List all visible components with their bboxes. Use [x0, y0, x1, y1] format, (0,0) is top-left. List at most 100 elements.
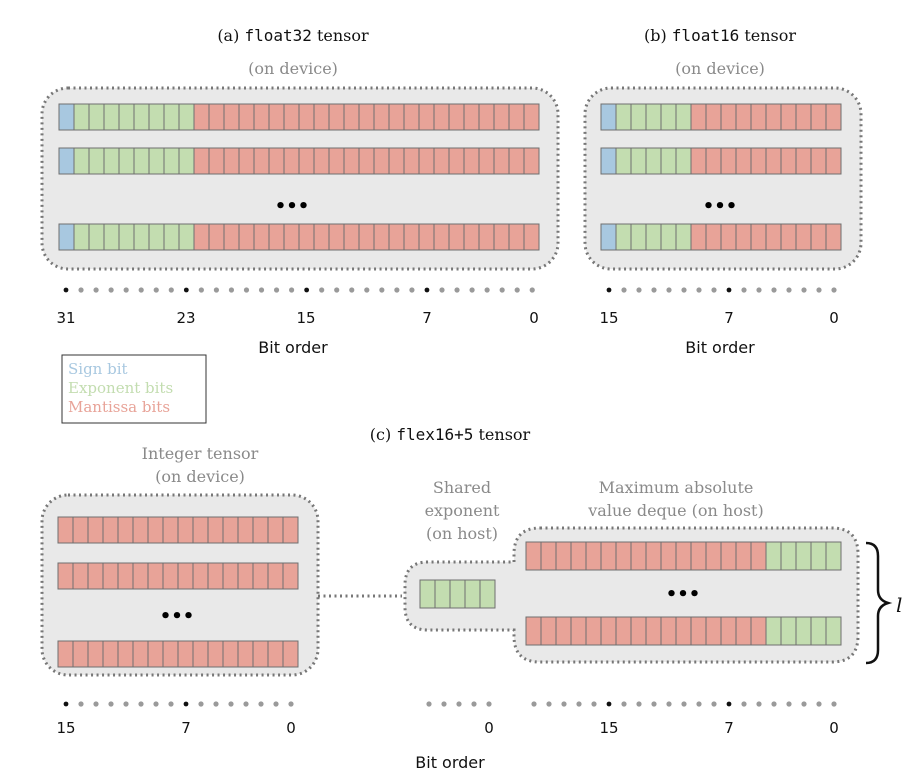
exponent-bit-cell: [163, 223, 180, 251]
mantissa-bit-cell: [268, 147, 285, 175]
mantissa-bit-cell: [433, 147, 450, 175]
bit-order-dot: [123, 287, 129, 293]
panel-b-title-suffix: tensor: [744, 26, 796, 45]
mantissa-bit-cell: [177, 640, 194, 668]
bit-order-dot: [771, 287, 777, 293]
panel-a: (a) float32 tensor (on device) ••• 31 23…: [40, 26, 560, 357]
mantissa-bit-cell: [570, 541, 587, 571]
mantissa-bit-cell: [147, 562, 164, 590]
tick-label: 0: [829, 309, 839, 327]
mantissa-bit-cell: [540, 616, 557, 646]
bit-order-dot: [681, 287, 687, 293]
mantissa-bit-cell: [690, 147, 707, 175]
exponent-bit-cell: [765, 616, 782, 646]
panel-a-bit-order-dots: [63, 287, 535, 293]
mantissa-bit-cell: [87, 562, 104, 590]
exponent-bit-cell: [645, 147, 662, 175]
panel-a-bit-rows: [58, 103, 540, 251]
bit-order-dot: [741, 701, 747, 707]
mantissa-bit-cell: [735, 541, 752, 571]
mantissa-bit-cell: [463, 223, 480, 251]
tick-label: 0: [529, 309, 539, 327]
mantissa-bit-cell: [298, 103, 315, 131]
mantissa-bit-cell: [585, 616, 602, 646]
bit-order-dot: [409, 287, 415, 293]
bit-order-dot-labeled: [424, 287, 430, 293]
mantissa-bit-cell: [132, 516, 149, 544]
tick-label: 15: [56, 719, 75, 737]
mantissa-bit-cell: [268, 103, 285, 131]
exponent-bit-cell: [178, 103, 195, 131]
bit-order-dot: [319, 287, 325, 293]
mantissa-bit-cell: [780, 103, 797, 131]
mantissa-bit-cell: [540, 541, 557, 571]
mantissa-bit-cell: [313, 147, 330, 175]
tick-label: 15: [296, 309, 315, 327]
bit-order-dot: [801, 287, 807, 293]
mantissa-bit-cell: [795, 147, 812, 175]
exponent-bit-cell: [780, 541, 797, 571]
mantissa-bit-cell: [418, 147, 435, 175]
panel-a-subtitle: (on device): [248, 59, 338, 78]
mantissa-bit-cell: [223, 103, 240, 131]
mantissa-bit-cell: [252, 516, 269, 544]
exponent-bit-cell: [148, 103, 165, 131]
bit-order-dot-labeled: [183, 701, 189, 707]
mantissa-bit-cell: [735, 147, 752, 175]
mantissa-bit-cell: [810, 103, 827, 131]
bit-order-dot: [228, 701, 234, 707]
panel-b-title-prefix: (b): [644, 26, 667, 45]
mantissa-bit-cell: [57, 516, 74, 544]
exponent-bit-cell: [630, 103, 647, 131]
bit-order-dot: [243, 701, 249, 707]
mantissa-bit-cell: [508, 223, 525, 251]
exponent-bit-cell: [615, 147, 632, 175]
bit-order-dot: [273, 701, 279, 707]
mantissa-bit-cell: [705, 616, 722, 646]
mantissa-bit-cell: [750, 147, 767, 175]
bit-order-dot: [349, 287, 355, 293]
mantissa-bit-cell: [252, 640, 269, 668]
exponent-bit-cell: [630, 223, 647, 251]
mantissa-bit-cell: [313, 223, 330, 251]
bit-order-dot: [168, 701, 174, 707]
mantissa-bit-cell: [268, 223, 285, 251]
bit-order-dot: [514, 287, 520, 293]
mantissa-bit-cell: [463, 103, 480, 131]
bit-order-dot: [651, 287, 657, 293]
bit-order-dot: [288, 701, 294, 707]
mantissa-bit-cell: [448, 147, 465, 175]
mantissa-bit-cell: [403, 223, 420, 251]
bit-order-dot: [529, 287, 535, 293]
tick-label: 23: [176, 309, 195, 327]
mantissa-bit-cell: [433, 223, 450, 251]
bit-order-dot: [456, 701, 462, 707]
integer-tensor: Integer tensor (on device) •••: [40, 444, 320, 677]
panel-b-bit-order-dots: [606, 287, 837, 293]
mantissa-bit-cell: [72, 562, 89, 590]
bit-order-dot: [78, 287, 84, 293]
bit-order-dot: [756, 701, 762, 707]
mantissa-bit-cell: [750, 541, 767, 571]
mantissa-bit-cell: [555, 541, 572, 571]
mantissa-bit-cell: [448, 103, 465, 131]
tick-label: 0: [286, 719, 296, 737]
exponent-bit-cell: [178, 223, 195, 251]
mantissa-bit-cell: [615, 541, 632, 571]
bit-order-dot: [213, 701, 219, 707]
exponent-bit-cell: [118, 103, 135, 131]
exponent-bit-cell: [660, 147, 677, 175]
mantissa-bit-cell: [358, 147, 375, 175]
mantissa-bit-cell: [825, 223, 842, 251]
mantissa-bit-cell: [57, 640, 74, 668]
mantissa-bit-cell: [825, 103, 842, 131]
mantissa-bit-cell: [238, 223, 255, 251]
mantissa-bit-cell: [237, 640, 254, 668]
exponent-bit-cell: [630, 147, 647, 175]
mantissa-bit-cell: [660, 616, 677, 646]
mantissa-bit-cell: [750, 103, 767, 131]
mantissa-bit-cell: [403, 103, 420, 131]
mantissa-bit-cell: [780, 147, 797, 175]
exponent-bit-cell: [419, 579, 436, 609]
panel-c-tick-labels: 15 7 0 0 15 7 0: [56, 719, 838, 737]
